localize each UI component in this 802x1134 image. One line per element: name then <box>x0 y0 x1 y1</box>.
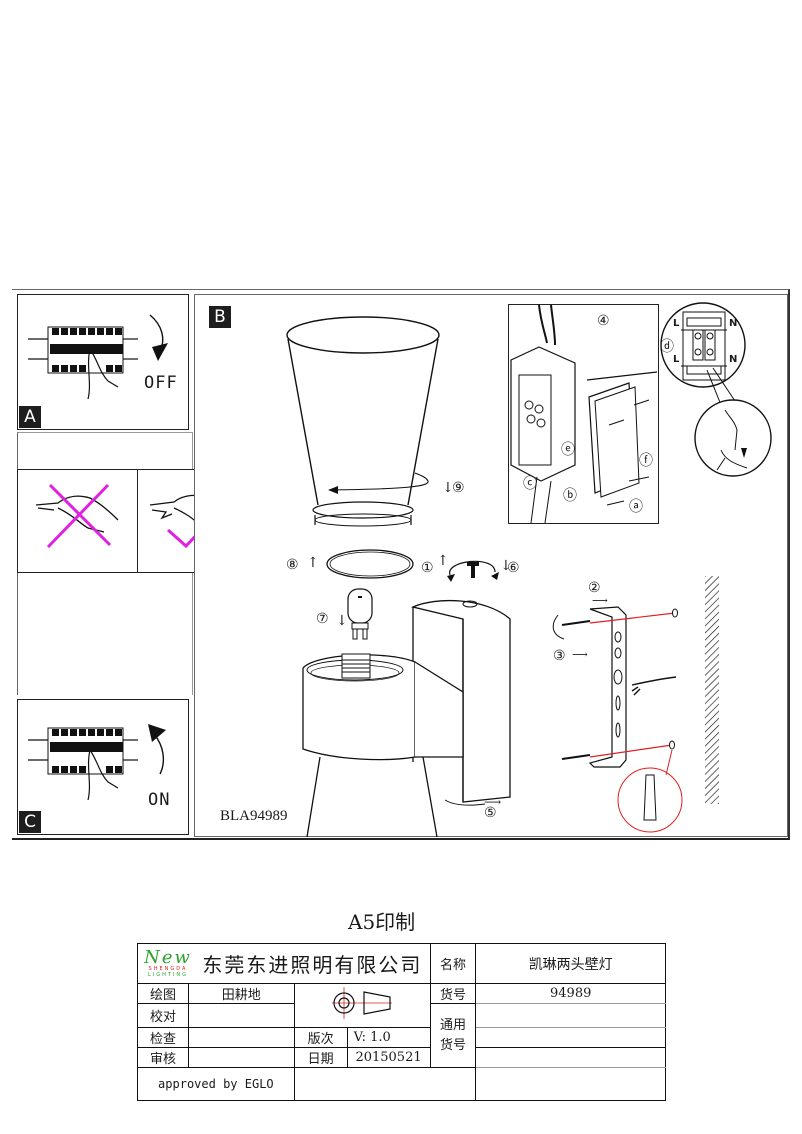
terminal-l-bottom: L <box>673 354 680 365</box>
drawn-label: 绘图 <box>137 983 189 1005</box>
g9-bulb-icon <box>347 588 373 640</box>
step-4-label: ④ <box>597 313 610 329</box>
arrow-up-curved-icon <box>148 724 166 775</box>
sealing-ring-drawing <box>326 549 414 579</box>
first-angle-projection-icon <box>332 987 393 1020</box>
general-no-value-1 <box>475 1003 666 1028</box>
date-value: 20150521 <box>346 1046 431 1068</box>
step-2-arrow: ⟶ <box>592 594 608 607</box>
inspected-label: 检查 <box>137 1026 189 1048</box>
callout-f: ⓕ <box>639 453 653 469</box>
approved-label: 审核 <box>137 1046 189 1068</box>
step-1-label: ① <box>421 560 434 576</box>
company-logo: New SHENGDA LIGHTING <box>142 946 194 978</box>
logo-line2: LIGHTING <box>147 971 189 978</box>
terminal-l-top: L <box>673 318 680 329</box>
general-no-label: 通用 货号 <box>429 1003 477 1068</box>
off-label: OFF <box>144 373 178 393</box>
product-name: 凯琳两头壁灯 <box>475 942 666 985</box>
name-label: 名称 <box>429 942 477 985</box>
drawn-value: 田耕地 <box>187 983 295 1005</box>
callout-c: ⓒ <box>523 476 537 492</box>
terminal-n-top: N <box>729 318 738 329</box>
company-name: 东莞东进照明有限公司 <box>202 953 423 978</box>
panel-c-badge: C <box>19 811 41 833</box>
callout-e: ⓔ <box>561 442 575 458</box>
step-7-label: ⑦ <box>316 611 329 627</box>
approved-by: approved by EGLO <box>137 1066 295 1102</box>
circuit-breaker-icon <box>28 326 138 400</box>
checked-label: 校对 <box>137 1003 189 1028</box>
callout-d: ⓓ <box>660 339 674 355</box>
lamp-body-drawing <box>302 599 511 837</box>
item-no-label: 货号 <box>429 983 477 1005</box>
on-label: ON <box>148 790 171 810</box>
step-5-arrow: ⟶ <box>484 795 502 809</box>
handling-wrong-panel <box>17 469 138 573</box>
step-7-arrow: ↓ <box>336 613 348 629</box>
inspected-value <box>187 1026 295 1048</box>
step-6-label: ⑥ <box>507 560 520 576</box>
date-label: 日期 <box>293 1046 348 1068</box>
blank-cell-2 <box>475 1066 666 1102</box>
instruction-frame <box>12 289 790 840</box>
panel-c-power-on: ON C <box>17 699 189 835</box>
general-no-value-2 <box>475 1026 666 1048</box>
model-number: BLA94989 <box>220 808 288 824</box>
version-value: V: 1.0 <box>346 1026 431 1048</box>
panel-b-badge: B <box>209 306 231 328</box>
mounting-bracket-drawing <box>552 606 683 833</box>
step-8-arrow: ↑ <box>307 555 319 571</box>
blank-cell-1 <box>293 1066 477 1102</box>
panel-a-power-off: OFF A <box>17 294 189 430</box>
logo-mark: New <box>144 946 192 968</box>
item-no-value: 94989 <box>475 983 666 1005</box>
approved-value <box>187 1046 295 1068</box>
hand-grip-wrong-icon <box>35 483 119 549</box>
company-cell: New SHENGDA LIGHTING 东莞东进照明有限公司 <box>137 942 431 985</box>
circuit-breaker-icon <box>28 727 138 801</box>
terminal-detail-drawing <box>586 302 772 477</box>
junction-box-drawing <box>510 304 650 524</box>
step-8-label: ⑧ <box>286 557 299 573</box>
general-no-value-3 <box>475 1046 666 1068</box>
callout-a: ⓐ <box>629 499 643 515</box>
checked-value <box>187 1003 295 1028</box>
step-3-arrow: ⟶ <box>572 648 588 661</box>
step-6-arrow: ↓ <box>500 558 512 574</box>
logo-line1: SHENGDA <box>148 965 188 972</box>
step-5-label: ⑤ <box>484 805 497 821</box>
step-1-arrow: ↑ <box>437 553 449 569</box>
panel-a-badge: A <box>19 406 41 428</box>
title-block: New SHENGDA LIGHTING 东莞东进照明有限公司 名称 凯琳两头壁… <box>137 942 666 1102</box>
print-format-title: A5印制 <box>348 910 416 934</box>
screw-rotate-icon <box>447 560 499 582</box>
step-9-arrow: ↓ <box>442 480 454 496</box>
glass-shade-drawing <box>286 316 440 527</box>
callout-b: ⓑ <box>563 488 577 504</box>
step-9-label: ⑨ <box>452 480 465 496</box>
version-label: 版次 <box>293 1026 348 1048</box>
terminal-n-bottom: N <box>729 354 738 365</box>
projection-symbol-cell <box>293 983 431 1028</box>
arrow-down-curved-icon <box>149 314 168 361</box>
wall-hatch <box>705 576 719 804</box>
step-3-label: ③ <box>553 648 566 664</box>
step-2-label: ② <box>588 580 601 596</box>
junction-box-inset: ④ ⓔ ⓒ ⓑ ⓕ ⓐ <box>508 304 659 524</box>
